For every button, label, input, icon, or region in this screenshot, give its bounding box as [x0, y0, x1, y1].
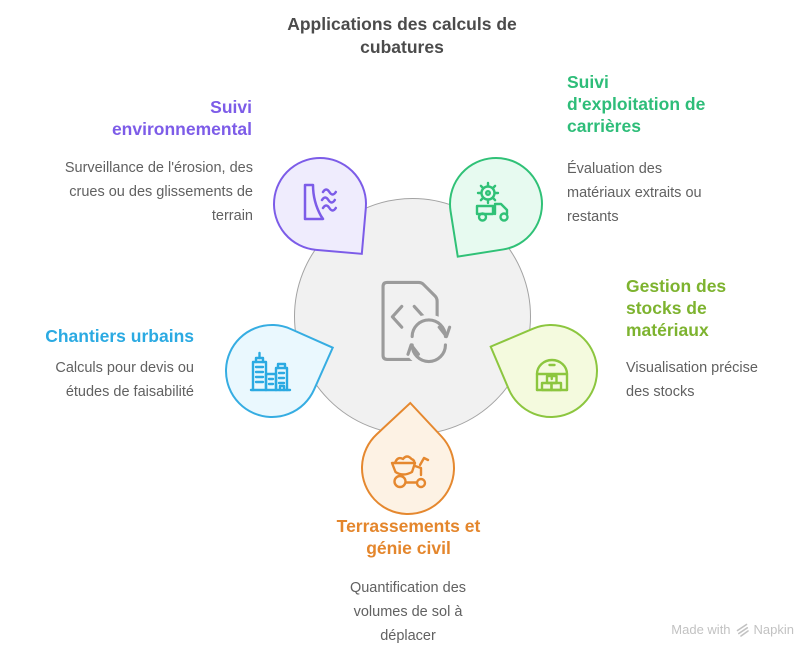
page-title: Applications des calculs de cubatures	[287, 14, 517, 57]
body-carrieres: Évaluation des matériaux extraits ou res…	[567, 161, 702, 225]
gear-truck-icon	[475, 181, 509, 222]
heading-stocks: Gestion des stocks de matériaux	[626, 276, 727, 340]
body-stocks: Visualisation précise des stocks	[626, 360, 758, 400]
dump-cart-icon	[390, 455, 430, 489]
document-sync-icon	[381, 280, 455, 367]
city-buildings-icon	[249, 351, 292, 392]
made-with-napkin: Made with Napkin	[671, 621, 794, 637]
made-with-label: Made with	[671, 621, 731, 637]
body-chantiers: Calculs pour devis ou études de faisabil…	[55, 360, 194, 400]
body-environnement: Surveillance de l'érosion, des crues ou …	[64, 160, 253, 224]
warehouse-icon	[535, 358, 569, 392]
heading-terrassements: Terrassements et génie civil	[336, 516, 481, 558]
heading-chantiers: Chantiers urbains	[45, 326, 194, 346]
dam-water-icon	[303, 183, 338, 221]
napkin-logo-icon	[736, 623, 749, 637]
body-terrassements: Quantification des volumes de sol à dépl…	[349, 580, 467, 644]
heading-environnement: Suivi environnemental	[111, 97, 252, 139]
napkin-brand-label: Napkin	[753, 621, 794, 637]
heading-carrieres: Suivi d'exploitation de carrières	[567, 72, 706, 136]
